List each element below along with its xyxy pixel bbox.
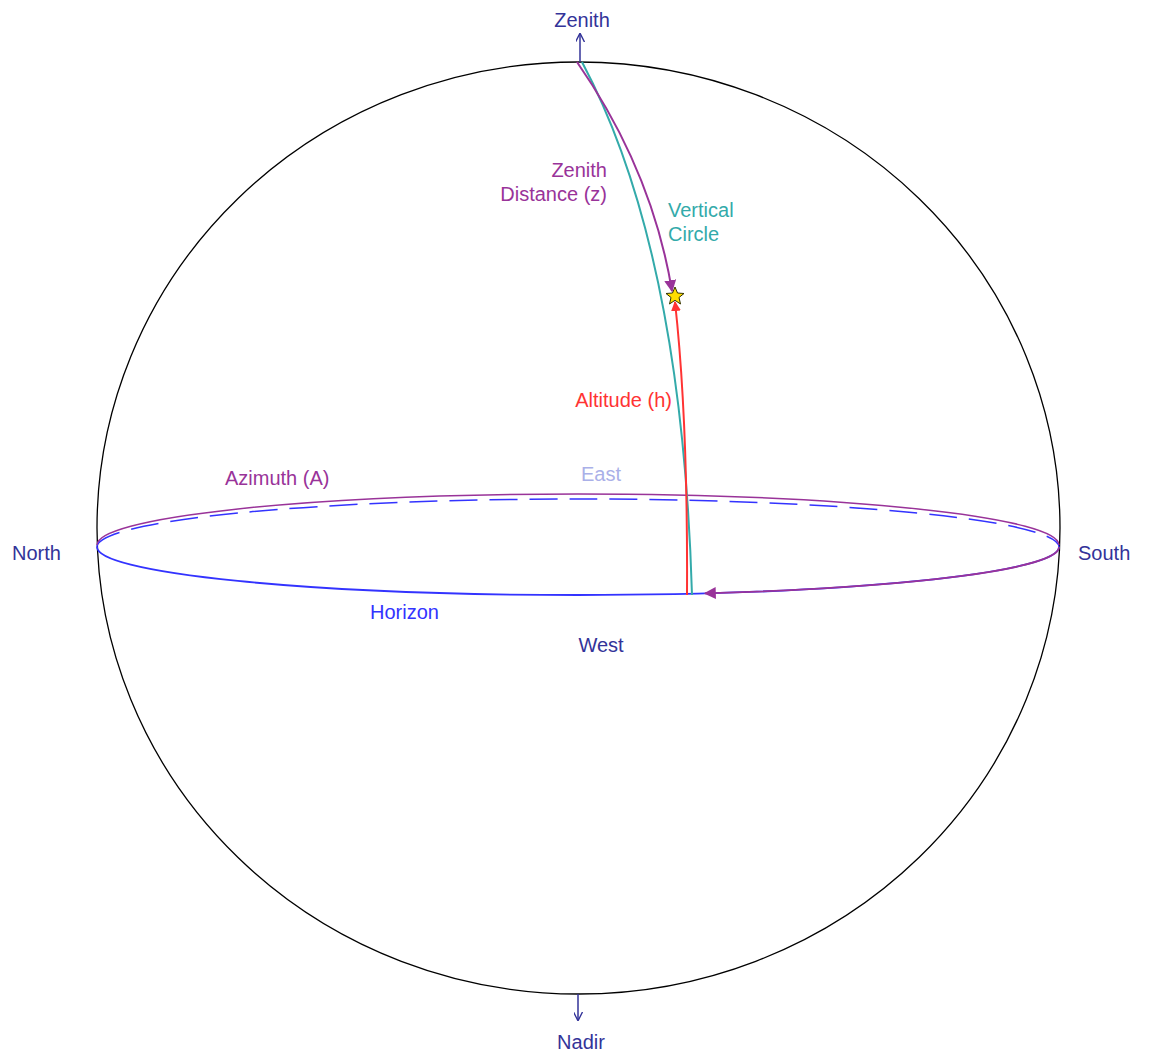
arc-label: Azimuth (A) — [225, 466, 395, 490]
horizon-label: Horizon — [370, 600, 470, 624]
sphere-outline — [97, 62, 1060, 994]
vertical-circle — [582, 62, 692, 595]
zenith-arrow — [579, 34, 581, 62]
star — [666, 287, 684, 304]
point-label: Nadir — [541, 1030, 621, 1054]
azimuth-arrow — [705, 547, 1059, 593]
arc-label: Altitude (h) — [548, 388, 672, 412]
direction-label: North — [12, 541, 92, 565]
horizon-front — [97, 547, 1059, 595]
horizon-back — [97, 499, 1059, 547]
nadir-arrow — [577, 994, 579, 1020]
altitude-arc — [675, 302, 687, 595]
azimuth-arc — [97, 494, 1059, 545]
circle-label: Vertical Circle — [668, 198, 788, 246]
direction-label: South — [1078, 541, 1150, 565]
direction-label: East — [566, 462, 636, 486]
direction-label: West — [561, 633, 641, 657]
arc-label: Zenith Distance (z) — [495, 158, 607, 206]
point-label: Zenith — [547, 8, 617, 32]
